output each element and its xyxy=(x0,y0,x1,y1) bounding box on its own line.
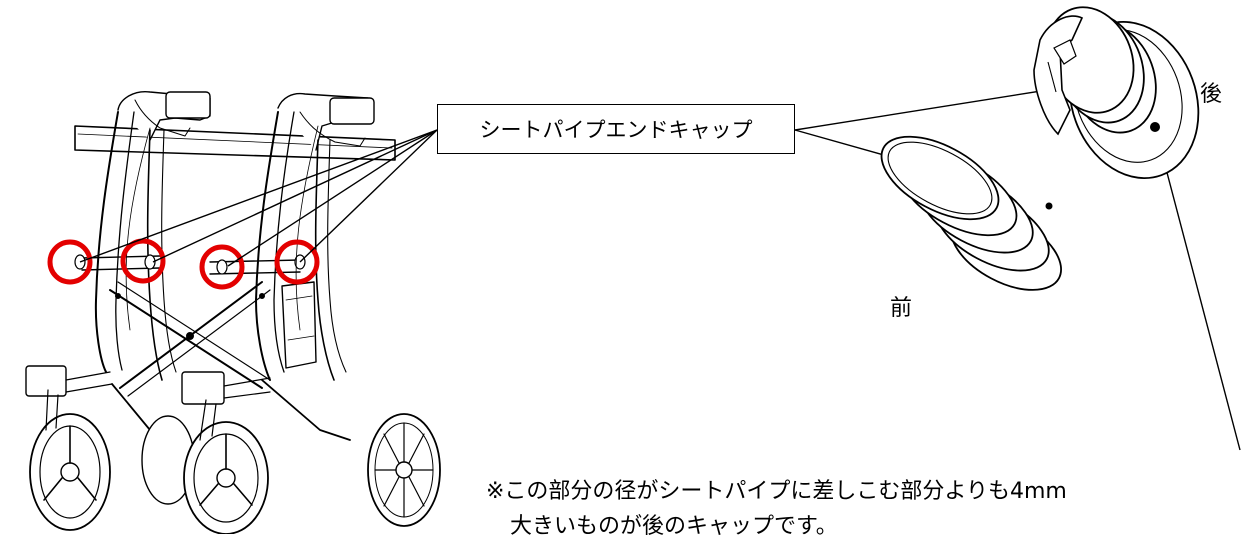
label-rear: 後 xyxy=(1200,82,1223,107)
highlight-circles xyxy=(47,238,320,290)
leader-line-1 xyxy=(79,129,438,263)
leader-line-2 xyxy=(152,129,438,263)
leader-lines xyxy=(79,87,1241,451)
highlight-circle-4 xyxy=(274,239,320,285)
callout-label: シートパイプエンドキャップ xyxy=(479,118,753,142)
highlight-circle-2 xyxy=(120,238,166,284)
label-front: 前 xyxy=(890,296,913,321)
note-line-1: ※この部分の径がシートパイプに差しこむ部分よりも4mm xyxy=(486,479,1067,504)
leader-line-3 xyxy=(227,129,438,267)
front-cap-illustration xyxy=(880,135,1062,291)
highlight-circle-3 xyxy=(199,244,245,290)
note-line-2: 大きいものが後のキャップです。 xyxy=(510,514,838,539)
highlight-circle-1 xyxy=(47,239,93,285)
leader-line-rear-flange xyxy=(1154,126,1241,451)
rear-cap-illustration xyxy=(1033,6,1200,180)
leader-line-4 xyxy=(299,129,438,263)
callout-seat-pipe-end-cap: シートパイプエンドキャップ xyxy=(437,104,795,154)
walker-illustration xyxy=(25,91,441,534)
leader-line-rear-cap xyxy=(794,87,1061,131)
